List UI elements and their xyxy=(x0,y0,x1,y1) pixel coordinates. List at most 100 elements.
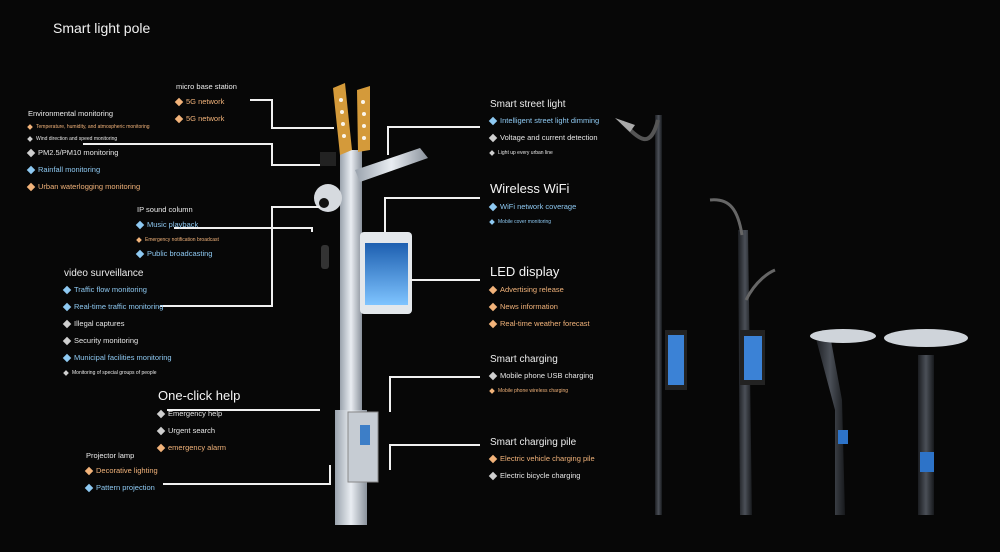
diamond-bullet-icon xyxy=(26,165,36,174)
feature-label: Real-time weather forecast xyxy=(500,319,590,328)
feature-label: WiFi network coverage xyxy=(500,202,577,211)
feature-item: Intelligent street light dimming xyxy=(488,116,600,125)
feature-item: emergency alarm xyxy=(156,443,240,452)
feature-item: PM2.5/PM10 monitoring xyxy=(26,148,150,157)
pole-tall-1 xyxy=(615,115,687,515)
feature-item: Electric bicycle charging xyxy=(488,471,595,480)
feature-label: Decorative lighting xyxy=(96,466,158,475)
page-title: Smart light pole xyxy=(53,20,151,36)
diamond-bullet-icon xyxy=(489,150,495,156)
feature-item: Pattern projection xyxy=(84,483,158,492)
pole-tall-2 xyxy=(709,198,776,515)
diamond-bullet-icon xyxy=(26,148,36,157)
feature-label: 5G network xyxy=(186,114,225,123)
group-heading: Smart charging pile xyxy=(490,437,577,448)
feature-item: Monitoring of special groups of people xyxy=(63,370,172,376)
feature-item: Real-time traffic monitoring xyxy=(62,302,172,311)
diamond-bullet-icon xyxy=(488,116,498,125)
group-heading: One-click help xyxy=(158,388,241,403)
diamond-bullet-icon xyxy=(27,124,33,130)
led-screen xyxy=(365,243,408,305)
diamond-bullet-icon xyxy=(488,454,498,463)
diamond-bullet-icon xyxy=(27,136,33,142)
connector-lines xyxy=(83,99,480,485)
main-pole xyxy=(314,83,428,525)
feature-item: Mobile phone wireless charging xyxy=(489,388,593,394)
feature-item: Illegal captures xyxy=(62,319,172,328)
feature-label: Traffic flow monitoring xyxy=(74,285,147,294)
feature-label: emergency alarm xyxy=(168,443,226,452)
feature-item: Real-time weather forecast xyxy=(488,319,590,328)
feature-label: Light up every urban line xyxy=(498,150,553,156)
diamond-bullet-icon xyxy=(488,133,498,142)
feature-label: Voltage and current detection xyxy=(500,133,598,142)
diamond-bullet-icon xyxy=(62,319,72,328)
diamond-bullet-icon xyxy=(489,219,495,225)
feature-label: Pattern projection xyxy=(96,483,155,492)
feature-label: Mobile cover monitoring xyxy=(498,219,552,225)
feature-item: Security monitoring xyxy=(62,336,172,345)
feature-item: Rainfall monitoring xyxy=(26,165,150,174)
diamond-bullet-icon xyxy=(62,285,72,294)
feature-label: Municipal facilities monitoring xyxy=(74,353,172,362)
diamond-bullet-icon xyxy=(174,114,184,123)
feature-item: Wind direction and speed monitoring xyxy=(27,136,150,142)
charging-screen xyxy=(360,425,370,445)
feature-item: Urgent search xyxy=(156,426,240,435)
feature-label: Electric bicycle charging xyxy=(500,471,581,480)
feature-label: Music playback xyxy=(147,220,199,229)
feature-label: Electric vehicle charging pile xyxy=(500,454,595,463)
diamond-bullet-icon xyxy=(174,97,184,106)
feature-label: Monitoring of special groups of people xyxy=(72,370,157,376)
feature-label: Illegal captures xyxy=(74,319,125,328)
diamond-bullet-icon xyxy=(488,202,498,211)
diamond-bullet-icon xyxy=(62,302,72,311)
diamond-bullet-icon xyxy=(488,285,498,294)
diamond-bullet-icon xyxy=(136,237,142,243)
group-heading: Smart street light xyxy=(490,99,566,110)
feature-item: Voltage and current detection xyxy=(488,133,599,142)
diamond-bullet-icon xyxy=(62,353,72,362)
feature-label: Security monitoring xyxy=(74,336,139,345)
feature-item: Light up every urban line xyxy=(489,150,599,156)
feature-item: Mobile cover monitoring xyxy=(489,219,576,225)
feature-item: Mobile phone USB charging xyxy=(488,371,594,380)
feature-item: Temperature, humidity, and atmospheric m… xyxy=(27,124,150,130)
feature-item: Decorative lighting xyxy=(84,466,158,475)
group-heading: video surveillance xyxy=(64,268,144,279)
pole-short-1 xyxy=(810,329,876,515)
feature-label: Temperature, humidity, and atmospheric m… xyxy=(36,124,150,130)
diamond-bullet-icon xyxy=(63,370,69,376)
feature-item: Emergency help xyxy=(156,409,240,418)
group-heading: Environmental monitoring xyxy=(28,109,114,118)
diamond-bullet-icon xyxy=(488,371,498,380)
feature-label: News information xyxy=(500,302,558,311)
group-heading: micro base station xyxy=(176,82,237,91)
feature-item: Emergency notification broadcast xyxy=(136,237,219,243)
group-heading: IP sound column xyxy=(137,205,193,214)
diamond-bullet-icon xyxy=(156,409,166,418)
feature-item: WiFi network coverage xyxy=(488,202,577,211)
feature-label: PM2.5/PM10 monitoring xyxy=(38,148,119,157)
feature-item: Public broadcasting xyxy=(135,249,219,258)
feature-label: Intelligent street light dimming xyxy=(500,116,600,125)
feature-label: Advertising release xyxy=(500,285,564,294)
diamond-bullet-icon xyxy=(135,220,145,229)
feature-label: Mobile phone USB charging xyxy=(500,371,594,380)
feature-item: Advertising release xyxy=(488,285,590,294)
group-heading: Projector lamp xyxy=(86,451,135,460)
feature-label: Wind direction and speed monitoring xyxy=(36,136,118,142)
group-heading: Smart charging xyxy=(490,354,558,365)
lamp-arm xyxy=(355,148,428,182)
feature-item: Traffic flow monitoring xyxy=(62,285,172,294)
diamond-bullet-icon xyxy=(488,471,498,480)
group-heading: Wireless WiFi xyxy=(490,181,570,196)
sensor-box xyxy=(320,152,336,166)
